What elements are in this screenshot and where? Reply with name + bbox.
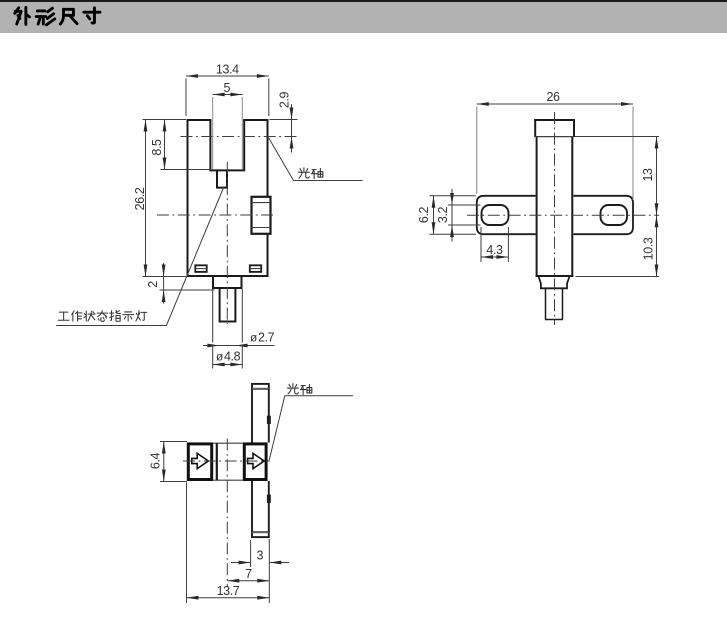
svg-text:13.4: 13.4 — [216, 63, 239, 77]
svg-text:7: 7 — [245, 567, 252, 581]
svg-text:4.3: 4.3 — [486, 243, 503, 257]
svg-text:6.2: 6.2 — [417, 206, 431, 223]
svg-text:5: 5 — [224, 81, 231, 95]
svg-text:6.4: 6.4 — [149, 452, 163, 469]
svg-text:2.7: 2.7 — [258, 331, 275, 345]
svg-text:13.7: 13.7 — [217, 584, 240, 598]
svg-text:13: 13 — [641, 168, 655, 182]
svg-text:10.3: 10.3 — [642, 237, 656, 260]
svg-text:3.2: 3.2 — [436, 206, 450, 223]
svg-text:26.2: 26.2 — [133, 187, 147, 210]
svg-text:26: 26 — [546, 90, 560, 104]
svg-text:4.8: 4.8 — [224, 350, 241, 364]
svg-text:3: 3 — [257, 549, 264, 563]
svg-text:ø: ø — [250, 331, 257, 345]
svg-text:8.5: 8.5 — [150, 139, 164, 156]
svg-text:2.9: 2.9 — [278, 91, 292, 108]
svg-text:2: 2 — [146, 281, 160, 288]
svg-text:ø: ø — [216, 350, 223, 364]
